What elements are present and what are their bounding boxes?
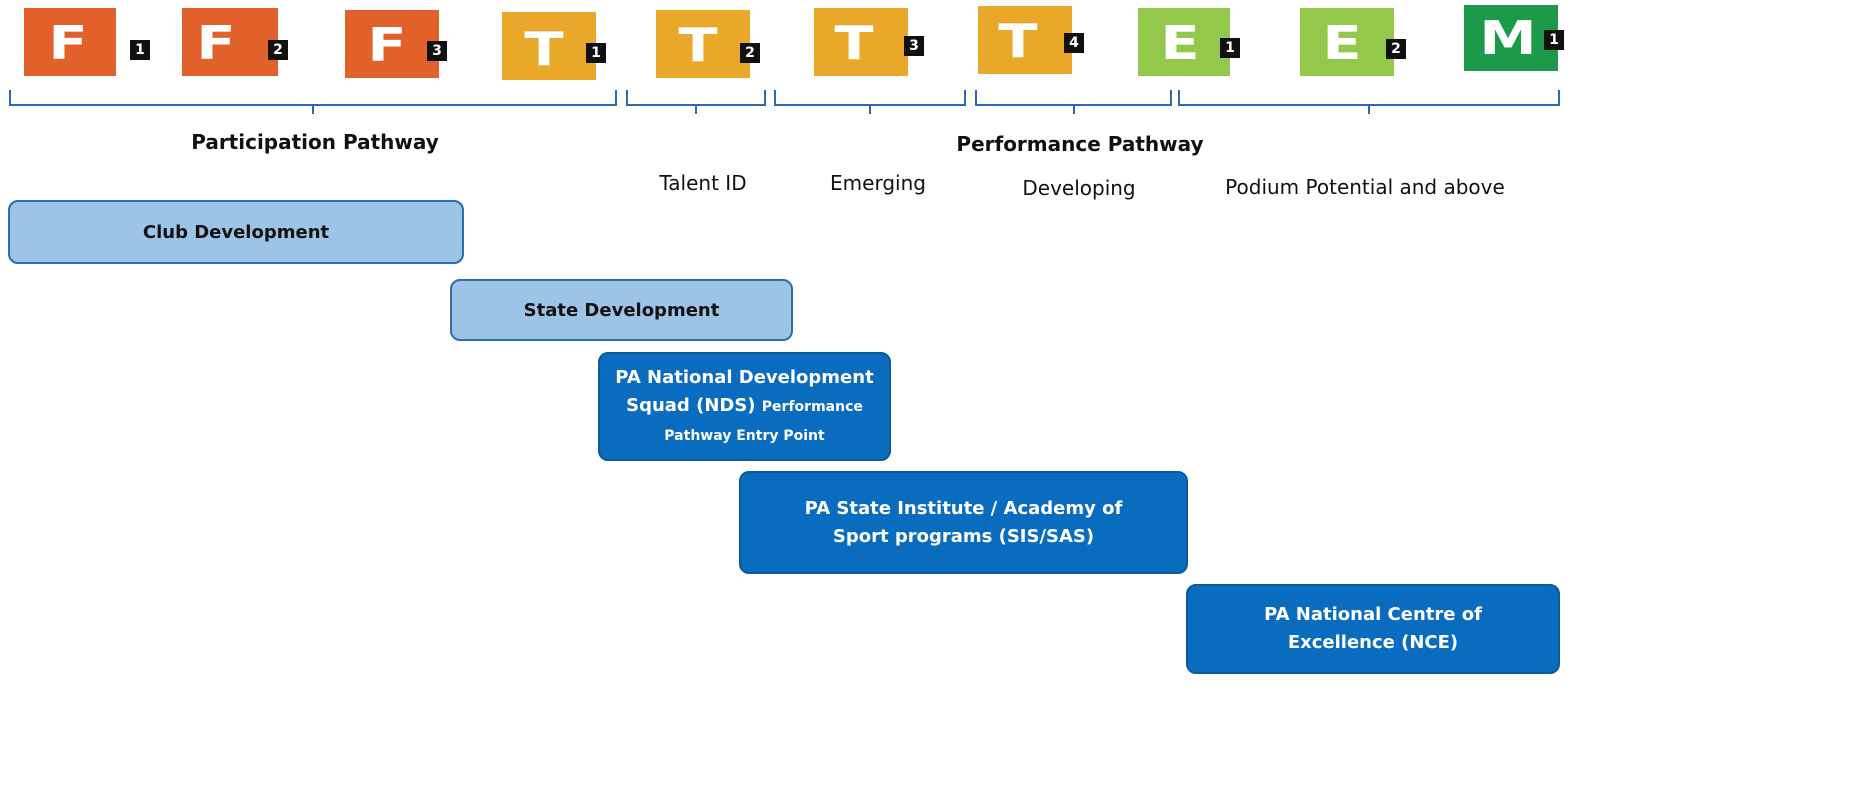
badge-m1-letter: M [1479,11,1537,65]
phase-podium: Podium Potential and above [1225,175,1505,199]
bracket-developing [975,90,1172,114]
club-development-label: Club Development [142,221,330,243]
state-development-label: State Development [523,299,720,321]
badge-t3-letter: T [834,16,874,70]
badge-t4: T 4 [978,6,1084,74]
badge-t2: T 2 [656,10,760,78]
badge-m1-swatch [1464,5,1558,71]
nds-text: PA National Development Squad (NDS) Perf… [600,364,889,450]
badge-t3-number: 3 [904,36,924,56]
bracket-emerging [774,90,966,114]
badge-f1-letter: F [48,16,88,70]
phase-talent-id: Talent ID [659,171,747,195]
badge-t3-swatch [814,8,908,76]
badge-f3-letter: F [367,18,407,72]
badge-t1: T 1 [502,12,606,80]
nce-box: PA National Centre of Excellence (NCE) [1186,584,1560,674]
badge-e2-swatch [1300,8,1394,76]
sis-sas-box: PA State Institute / Academy of Sport pr… [739,471,1188,574]
sis-sas-label: PA State Institute / Academy of Sport pr… [804,497,1123,547]
performance-pathway-heading: Performance Pathway [956,132,1204,156]
bracket-emerging-tip [869,104,871,114]
nds-box: PA National Development Squad (NDS) Perf… [598,352,891,461]
badge-m1: M 1 [1464,5,1564,71]
bracket-podium-tip [1368,104,1370,114]
nds-sub-label: Performance Pathway Entry Point [664,398,863,444]
badge-e2: E 2 [1300,8,1406,76]
club-development-box: Club Development [8,200,464,264]
phase-emerging: Emerging [830,171,926,195]
badge-t4-swatch [978,6,1072,74]
badge-e2-number: 2 [1386,39,1406,59]
badge-t2-number: 2 [740,43,760,63]
phase-developing: Developing [1022,176,1136,200]
badge-e1-letter: E [1160,16,1200,70]
badge-t2-swatch [656,10,750,78]
badge-t1-letter: T [524,22,564,76]
bracket-talent-id [626,90,766,114]
bracket-developing-tip [1072,104,1075,114]
participation-pathway-heading: Participation Pathway [191,130,439,154]
badge-t1-number: 1 [586,43,606,63]
badge-t4-letter: T [998,14,1038,68]
badge-f2-letter: F [196,16,236,70]
badge-t1-swatch [502,12,596,80]
nds-main-label: PA National Development Squad (NDS) [615,366,874,416]
badge-m1-number: 1 [1544,30,1564,50]
badge-f3-number: 3 [427,41,447,61]
badge-e1-swatch [1138,8,1230,76]
badge-t4-number: 4 [1064,33,1084,53]
bracket-participation-tip [312,104,314,114]
bracket-talent-id-tip [695,104,697,114]
bracket-podium [1178,90,1560,114]
badge-t2-letter: T [678,18,718,72]
badge-f1-number: 1 [130,40,150,60]
nce-label: PA National Centre of Excellence (NCE) [1264,604,1482,653]
badge-f3: F 3 [345,10,447,78]
badge-e1-number: 1 [1220,38,1240,58]
bracket-participation [9,90,617,114]
badge-f2-swatch [182,8,278,76]
badge-f3-swatch [345,10,439,78]
state-development-box: State Development [450,279,793,341]
badge-f2: F 2 [182,8,288,76]
badge-e2-letter: E [1322,16,1362,70]
badge-t3: T 3 [814,8,924,76]
badge-f2-number: 2 [268,40,288,60]
badge-f1: F 1 [24,8,150,76]
badge-e1: E 1 [1138,8,1240,76]
badge-f1-swatch [24,8,116,76]
